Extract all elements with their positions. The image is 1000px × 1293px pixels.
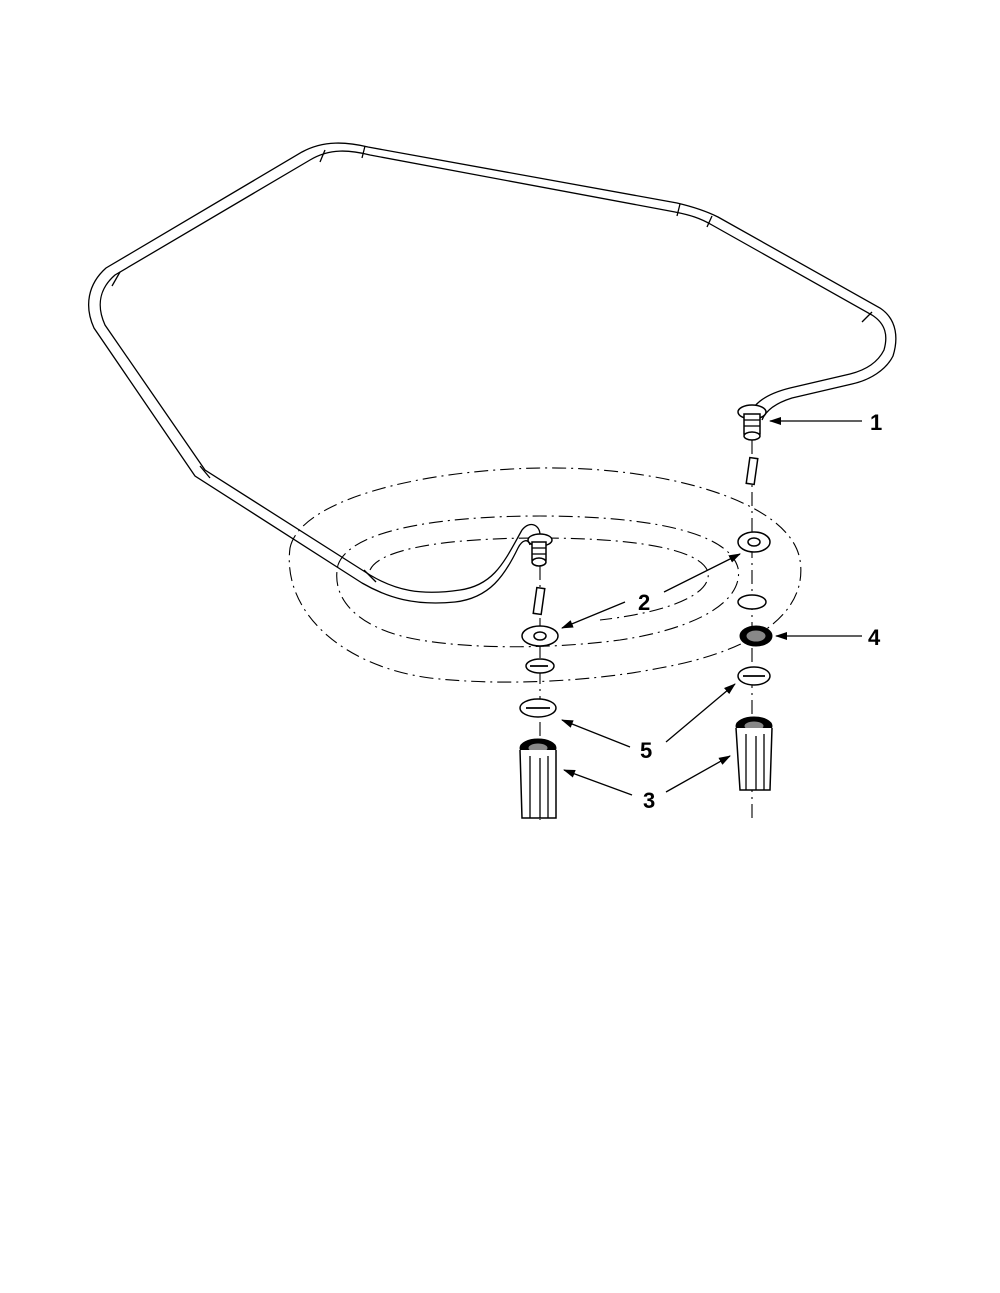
leader-5b	[665, 683, 736, 743]
leader-2b	[663, 553, 741, 593]
callout-4: 4	[868, 625, 881, 650]
leader-5a	[561, 719, 631, 748]
sump-outline	[288, 467, 802, 683]
callout-numbers: 1 2 3 4 5	[638, 410, 882, 813]
callout-2: 2	[638, 590, 650, 615]
leader-lines	[561, 417, 862, 796]
callout-1: 1	[870, 410, 882, 435]
left-fastener-stack	[519, 533, 559, 820]
leader-2a	[561, 601, 626, 629]
leader-3a	[563, 769, 633, 796]
callout-5: 5	[640, 738, 652, 763]
leader-3b	[665, 755, 731, 793]
callout-3: 3	[643, 788, 655, 813]
right-fastener-stack	[735, 404, 773, 820]
spray-tube	[88, 142, 897, 604]
